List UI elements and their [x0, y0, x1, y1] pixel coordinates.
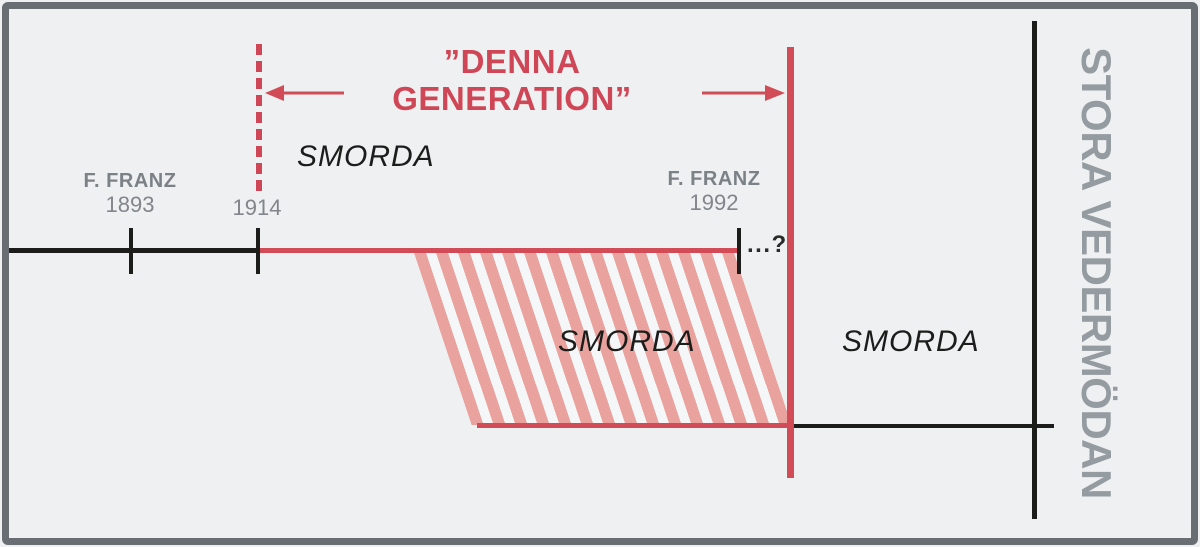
arrow-right-icon — [702, 85, 785, 101]
label-franz-birth: F. FRANZ 1893 — [55, 170, 205, 217]
dashed-line-1914 — [256, 44, 262, 192]
tick-1893 — [129, 228, 133, 274]
label-franz-death: F. FRANZ 1992 — [639, 168, 789, 215]
diagram-title: ”DENNA GENERATION” — [362, 43, 662, 118]
label-great-tribulation: STORA VEDERMÖDAN — [1073, 47, 1120, 499]
tick-1914 — [256, 228, 260, 274]
timeline-post-generation — [794, 424, 1054, 428]
arrow-left-icon — [265, 85, 344, 101]
label-franz-death-name: F. FRANZ — [667, 168, 761, 190]
label-anointed-before: SMORDA — [297, 140, 435, 173]
label-open-end: ...? — [747, 231, 788, 258]
diagram-title-line2: GENERATION” — [392, 79, 632, 117]
label-franz-birth-year: 1893 — [105, 191, 155, 217]
label-franz-death-year: 1992 — [689, 189, 739, 215]
timeline-generation-span — [257, 248, 739, 253]
label-anointed-after: SMORDA — [842, 325, 980, 358]
overlap-bottom-line — [477, 423, 794, 428]
label-franz-birth-name: F. FRANZ — [83, 170, 177, 192]
tick-1992 — [737, 228, 741, 274]
diagram-title-line1: ”DENNA — [443, 43, 581, 80]
label-anointed-overlap: SMORDA — [558, 325, 696, 358]
generation-end-line — [787, 47, 794, 478]
label-year-1914: 1914 — [232, 195, 282, 220]
tribulation-line — [1032, 21, 1037, 519]
